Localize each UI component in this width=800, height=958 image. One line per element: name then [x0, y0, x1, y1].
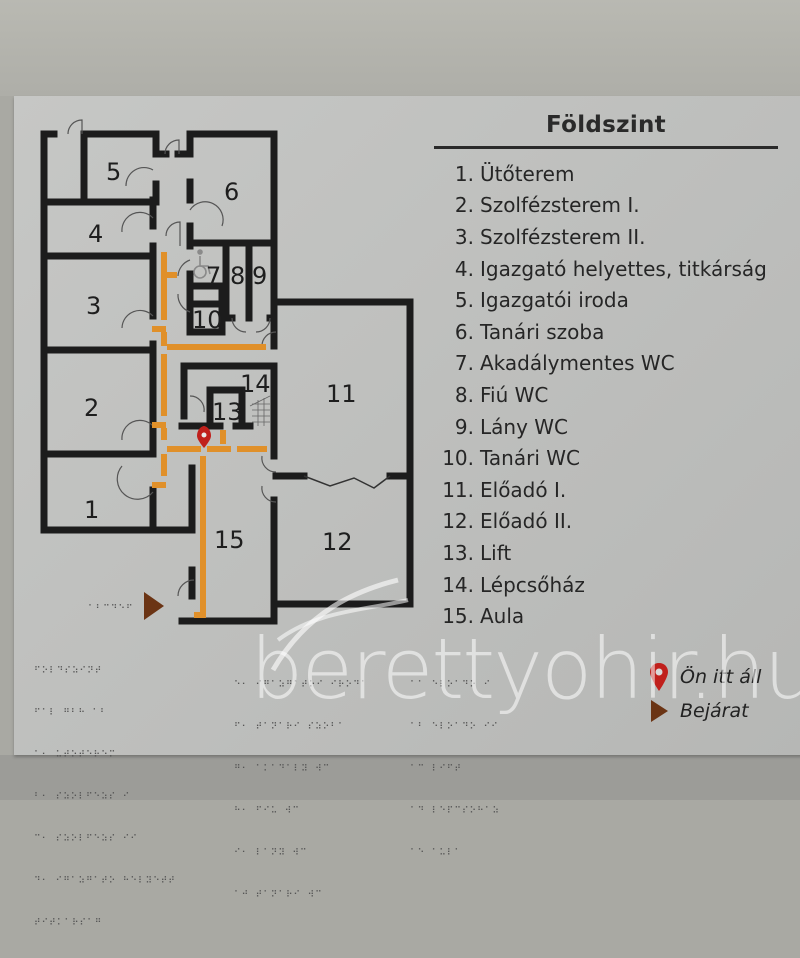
legend-item: 2.Szolfézsterem I. [454, 193, 640, 218]
room-label-5: 5 [106, 158, 121, 186]
legend-item: 5.Igazgatói iroda [454, 288, 629, 313]
legend-item: 9.Lány WC [454, 414, 569, 439]
room-label-9: 9 [252, 262, 267, 290]
room-label-11: 11 [326, 380, 357, 408]
legend-item: 3.Szolfézsterem II. [454, 224, 646, 249]
map-key: Ön itt áll Bejárat [644, 660, 761, 728]
floor-title: Földszint [546, 112, 666, 138]
walls [40, 130, 414, 625]
room-label-4: 4 [88, 220, 103, 248]
room-label-14: 14 [240, 370, 271, 398]
watermark: berettyohir.hu [250, 620, 800, 718]
legend-item: 8.Fiú WC [454, 382, 549, 407]
room-label-10: 10 [192, 306, 223, 334]
room-legend: 1.Ütőterem 2.Szolfézsterem I. 3.Szolfézs… [434, 158, 767, 632]
room-label-7: 7 [206, 262, 221, 290]
legend-item: 7.Akadálymentes WC [454, 351, 675, 376]
wall-background-bottom [0, 755, 800, 800]
tactile-route [152, 252, 267, 618]
wall-background [0, 0, 800, 96]
legend-item: 12.Előadó II. [442, 509, 573, 534]
entrance-marker [144, 592, 164, 620]
room-label-13: 13 [212, 398, 243, 426]
room-label-6: 6 [224, 178, 239, 206]
room-label-3: 3 [86, 292, 101, 320]
room-label-1: 1 [84, 496, 99, 524]
map-pin-icon [644, 662, 674, 692]
entrance-triangle-icon [644, 699, 674, 723]
legend-item: 4.Igazgató helyettes, titkárság [454, 256, 767, 281]
wheelchair-icon [193, 249, 211, 279]
key-entrance: Bejárat [644, 694, 761, 728]
floor-plan: 1 2 3 4 5 6 7 8 9 10 11 12 13 14 15 [40, 119, 414, 625]
room-label-12: 12 [322, 528, 353, 556]
partition-wall [303, 475, 391, 489]
braille-block-left: ⠋⠕⠇⠙⠎⠵⠊⠝⠞ ⠋⠁⠇ ⠛⠃⠓ ⠁⠃ ⠁⠂ ⠥⠞⠕⠞⠑⠗⠑⠍ ⠃⠂ ⠎⠵⠕⠇… [34, 666, 176, 928]
title-divider [434, 146, 778, 149]
legend-item: 11.Előadó I. [442, 477, 567, 502]
legend-item: 10.Tanári WC [442, 446, 580, 471]
stairs-icon [249, 395, 271, 426]
legend-item: 14.Lépcsőház [442, 572, 585, 597]
legend-item: 15.Aula [442, 604, 525, 629]
key-you-are-here: Ön itt áll [644, 660, 761, 694]
room-label-8: 8 [230, 262, 245, 290]
you-are-here-marker [197, 426, 211, 448]
braille-entrance: ⠁⠃⠉⠙⠑⠋ [88, 604, 134, 614]
floor-plan-sign: 1 2 3 4 5 6 7 8 9 10 11 12 13 14 15 Föld… [14, 96, 800, 928]
legend-item: 6.Tanári szoba [454, 319, 605, 344]
room-label-15: 15 [214, 526, 245, 554]
legend-item: 13.Lift [442, 540, 512, 565]
room-label-2: 2 [84, 394, 99, 422]
legend-item: 1.Ütőterem [454, 161, 575, 186]
watermark-swoosh [270, 577, 409, 672]
doors [67, 119, 277, 597]
